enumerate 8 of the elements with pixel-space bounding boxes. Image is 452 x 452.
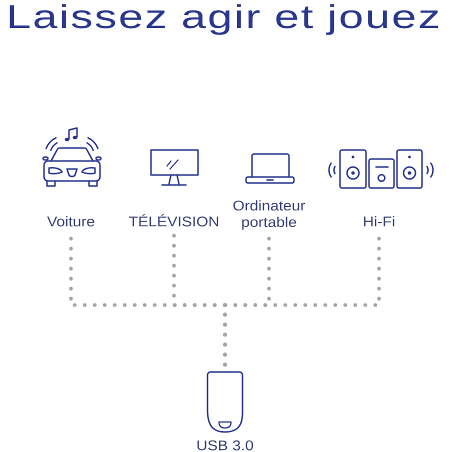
device-label: TÉLÉVISION (129, 214, 218, 226)
device-label: Ordinateur portable (233, 200, 306, 230)
device-label: Hi-Fi (364, 216, 394, 226)
device-label: Voiture (47, 216, 94, 226)
device-label: USB 3.0 (198, 440, 254, 450)
dotted-line (223, 236, 381, 367)
usb-drive-icon (206, 371, 244, 433)
title: Laissez agir et jouez (10, 4, 438, 35)
